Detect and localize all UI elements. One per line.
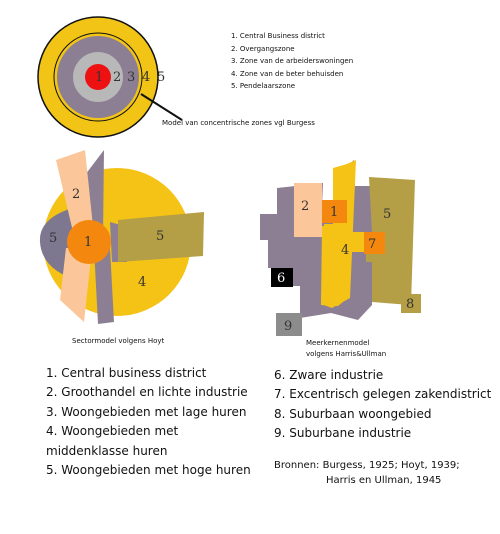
sources-line-1: Bronnen: Burgess, 1925; Hoyt, 1939; <box>274 460 460 471</box>
burgess-label-5: 5 <box>157 70 165 85</box>
legend-right: 6. Zware industrie 7. Excentrisch gelege… <box>274 366 500 444</box>
legend-item-6: 6. Zware industrie <box>274 368 384 382</box>
legend-item-7: 7. Excentrisch gelegen zakendistrict <box>274 387 492 402</box>
hoyt-wholesale-top <box>56 150 94 236</box>
harris-outlying-business <box>364 232 385 254</box>
burgess-label-3: 3 <box>127 70 135 85</box>
harris-caption-line2: volgens Harris&Ullman <box>306 350 386 358</box>
legend-item-5: 5. Woongebieden met hoge huren <box>46 463 251 478</box>
burgess-label-4: 4 <box>142 70 150 85</box>
burgess-legend-5: 5. Pendelaarszone <box>231 82 295 90</box>
legend-item-2: 2. Groothandel en lichte industrie <box>46 385 248 400</box>
hoyt-label-2: 2 <box>72 187 80 202</box>
harris-label-1: 1 <box>330 205 338 220</box>
burgess-legend-3: 3. Zone van de arbeiderswoningen <box>231 57 353 65</box>
sources-line-2: Harris en Ullman, 1945 <box>326 475 442 486</box>
harris-suburban-industry <box>276 313 302 336</box>
burgess-pointer-line <box>140 93 183 121</box>
legend-left: 1. Central business district 2. Groothan… <box>46 364 256 480</box>
burgess-legend-1: 1. Central Business district <box>231 32 325 40</box>
harris-caption-line1: Meerkernenmodel <box>306 339 369 347</box>
harris-label-8: 8 <box>406 297 414 312</box>
harris-middle-class-main <box>321 160 356 308</box>
legend-item-3: 3. Woongebieden met lage huren <box>46 404 247 419</box>
hoyt-label-5-left: 5 <box>49 231 57 246</box>
burgess-legend-4: 4. Zone van de beter behuisden <box>231 70 343 78</box>
burgess-zone-1 <box>85 64 111 90</box>
hoyt-low-rent-bottom <box>94 248 114 324</box>
hoyt-caption: Sectormodel volgens Hoyt <box>72 337 165 345</box>
harris-label-7: 7 <box>368 237 376 252</box>
legend-item-4: 4. Woongebieden met middenklasse huren <box>46 424 179 458</box>
burgess-label-2: 2 <box>113 70 121 85</box>
harris-ullman-model: 2 1 5 7 4 6 9 8 Meerkernenmodel volgens … <box>260 160 421 358</box>
sources: Bronnen: Burgess, 1925; Hoyt, 1939; Harr… <box>274 458 460 488</box>
legend-item-1: 1. Central business district <box>46 366 207 380</box>
burgess-legend-2: 2. Overgangszone <box>231 45 295 53</box>
harris-suburban-residential <box>401 294 421 313</box>
legend-item-9: 9. Suburbane industrie <box>274 426 412 441</box>
harris-cbd <box>322 200 347 223</box>
hoyt-label-5-right: 5 <box>156 229 164 244</box>
harris-low-income-left-block <box>260 214 292 268</box>
harris-label-9: 9 <box>284 319 292 334</box>
hoyt-model: 2 5 1 5 4 Sectormodel volgens Hoyt <box>39 150 204 345</box>
harris-label-6: 6 <box>277 271 285 286</box>
hoyt-high-rent-right <box>118 212 204 262</box>
hoyt-cbd <box>67 220 111 264</box>
harris-high-income-area <box>366 177 415 305</box>
harris-wholesale <box>294 183 322 237</box>
harris-label-2: 2 <box>301 199 309 214</box>
burgess-model: 1 2 3 4 5 1. Central Business district 2… <box>37 16 353 138</box>
burgess-caption: Model van concentrische zones vgl Burges… <box>162 119 315 127</box>
harris-label-4: 4 <box>341 243 349 258</box>
legend-item-8: 8. Suburbaan woongebied <box>274 406 432 421</box>
hoyt-label-4: 4 <box>138 275 146 290</box>
hoyt-label-1: 1 <box>84 235 92 250</box>
harris-label-5: 5 <box>383 207 391 222</box>
hoyt-wholesale-bottom <box>60 248 92 322</box>
burgess-label-1: 1 <box>95 70 103 85</box>
harris-heavy-industry <box>271 268 293 287</box>
